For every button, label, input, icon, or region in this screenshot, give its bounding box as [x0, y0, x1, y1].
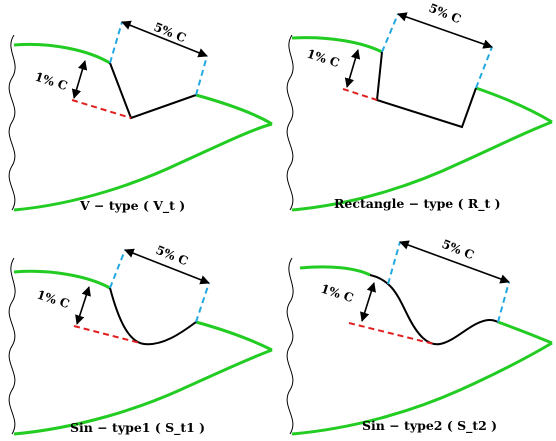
cavity-depth-guide: [342, 88, 378, 101]
depth-arrow: [344, 49, 361, 88]
cavity-depth-guide: [348, 322, 435, 345]
panel-caption: V − type ( V_t ): [79, 198, 185, 214]
airfoil-upper-surface: [13, 269, 111, 290]
panel-caption: Sin − type1 ( S_t1 ): [70, 420, 205, 436]
depth-label: 1% C: [319, 282, 355, 306]
width-label: 5% C: [154, 243, 190, 269]
panel-caption: Rectangle − type ( R_t ): [334, 196, 501, 212]
cavity-sin-shape: [369, 274, 499, 346]
width-arrow: [397, 12, 493, 49]
airfoil-upper-aft-surface: [195, 93, 273, 126]
airfoil-upper-surface: [291, 36, 383, 54]
width-arrow: [121, 20, 208, 58]
airfoil-upper-aft-surface: [195, 320, 273, 352]
cavity-rectangle-shape: [375, 51, 477, 129]
width-label: 5% C: [427, 1, 463, 27]
cavity-start-guide: [109, 249, 126, 289]
panel-rectangle-type: 1% C 5% C Rectangle − type ( R_t ): [286, 1, 553, 212]
airfoil-upper-surface: [299, 265, 371, 277]
break-line: [8, 34, 16, 211]
panel-sin-type2: 1% C 5% C Sin − type2 ( S_t2 ): [286, 237, 553, 436]
cavity-end-guide: [195, 55, 208, 96]
airfoil-lower-surface: [13, 348, 273, 436]
cavity-end-guide: [475, 46, 493, 89]
break-line: [286, 34, 294, 211]
cavity-end-guide: [195, 282, 210, 323]
cavity-start-guide: [381, 13, 399, 53]
depth-arrow: [75, 286, 91, 325]
break-line: [8, 257, 16, 435]
depth-arrow: [360, 282, 376, 322]
cavity-start-guide: [387, 241, 401, 285]
width-arrow: [124, 248, 210, 285]
airfoil-upper-aft-surface: [497, 320, 553, 345]
cavity-depth-guide: [73, 325, 141, 344]
depth-label: 1% C: [33, 70, 69, 94]
airfoil-upper-surface: [13, 42, 111, 65]
break-line: [286, 257, 294, 435]
width-arrow: [399, 240, 510, 284]
cavity-start-guide: [109, 21, 123, 64]
airfoil-upper-aft-surface: [475, 86, 553, 124]
depth-label: 1% C: [35, 288, 71, 312]
airfoil-lower-surface: [291, 341, 553, 436]
cavity-v-shape: [109, 62, 197, 120]
panel-v-type: 1% C 5% C V − type ( V_t ): [8, 20, 273, 214]
panel-caption: Sin − type2 ( S_t2 ): [362, 418, 497, 434]
airfoil-lower-surface: [13, 122, 273, 212]
depth-arrow: [71, 60, 88, 99]
panel-sin-type1: 1% C 5% C Sin − type1 ( S_t1 ): [8, 243, 273, 436]
cavity-sin-shape: [109, 287, 197, 346]
depth-label: 1% C: [305, 47, 341, 71]
cavity-end-guide: [497, 281, 510, 323]
cavity-depth-guide: [71, 99, 132, 119]
airfoil-lower-surface: [291, 120, 553, 212]
